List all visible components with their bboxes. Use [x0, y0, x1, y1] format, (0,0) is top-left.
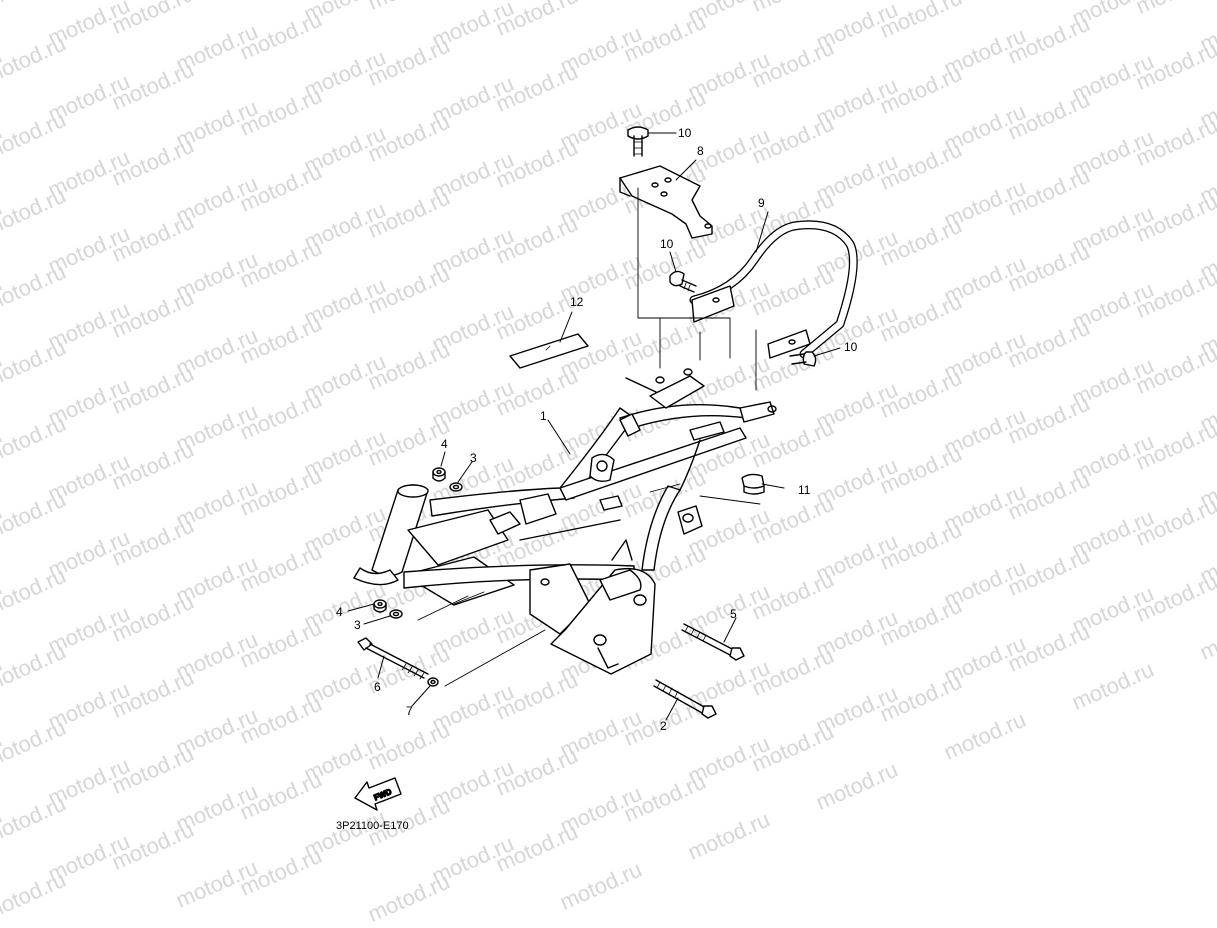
callout-4-lower: 4 [336, 605, 343, 619]
callout-3-upper: 3 [470, 451, 477, 465]
clamp-11 [741, 473, 765, 495]
leader-lines [347, 132, 841, 721]
assembly-lines [417, 187, 761, 687]
callout-3-lower: 3 [354, 618, 361, 632]
grab-bar-9 [689, 220, 858, 359]
callout-10-right: 10 [844, 340, 858, 354]
bolt-5 [681, 623, 745, 661]
callout-4-upper: 4 [441, 437, 448, 451]
collar-4-upper [432, 467, 446, 482]
washer-3-upper [449, 482, 463, 492]
bolt-10-top [627, 126, 649, 157]
bolt-6 [357, 637, 429, 680]
label-12 [509, 333, 589, 369]
callout-7: 7 [406, 704, 413, 718]
collar-4-lower [373, 599, 387, 613]
diagram-code: 3P21100-E170 [336, 820, 409, 832]
callout-6: 6 [374, 680, 381, 694]
fwd-arrow-icon: FWD [354, 777, 402, 811]
bolt-2 [653, 679, 717, 719]
callout-2: 2 [660, 719, 667, 733]
bolt-10-right [789, 351, 817, 367]
washer-3-lower [389, 609, 403, 619]
callout-9: 9 [758, 196, 765, 210]
washer-7 [427, 677, 439, 687]
callout-8: 8 [697, 144, 704, 158]
callout-12: 12 [570, 295, 584, 309]
callout-10-mid: 10 [660, 237, 674, 251]
callout-5: 5 [730, 607, 737, 621]
main-frame [353, 368, 777, 675]
callout-10-top: 10 [678, 126, 692, 140]
bracket-8 [619, 165, 713, 239]
callout-labels: 10 8 9 10 10 12 1 4 3 11 5 4 3 6 7 2 [336, 126, 858, 733]
callout-1: 1 [540, 409, 547, 423]
bolt-10-mid [669, 270, 697, 293]
callout-11: 11 [798, 483, 811, 497]
